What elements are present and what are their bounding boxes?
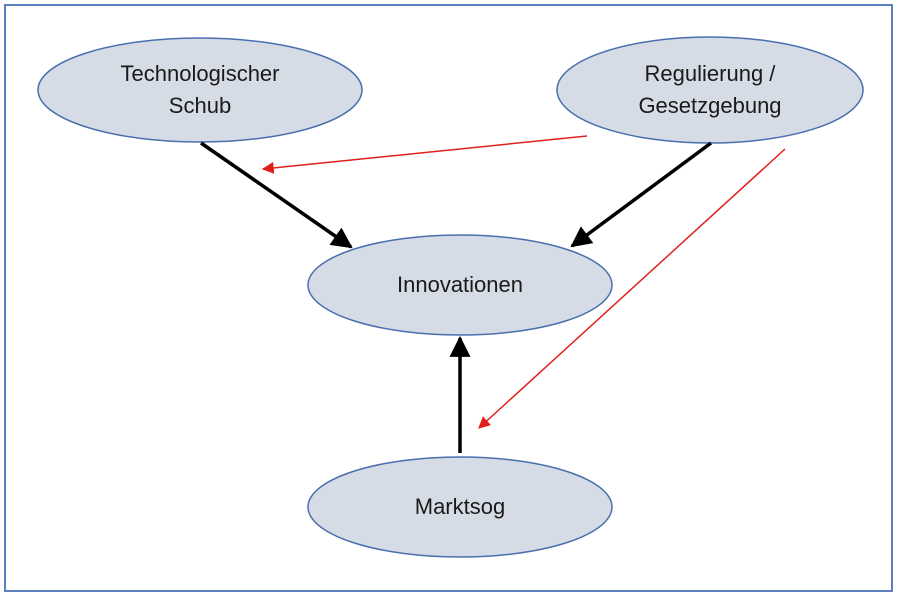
label-marktsog: Marktsog <box>414 494 506 519</box>
diagram-frame <box>4 4 893 592</box>
label-technologischer-schub: Technologischer Schub <box>120 61 280 118</box>
label-regulierung-gesetzgebung: Regulierung / Gesetzgebung <box>638 61 782 118</box>
edge-tech-to-innovation <box>200 141 353 249</box>
node-technologischer-schub <box>37 37 363 143</box>
label-innovationen: Innovationen <box>397 272 523 297</box>
edge-regulation-to-innovation <box>570 141 713 248</box>
edge-regulation-to-market <box>478 148 786 429</box>
node-marktsog <box>307 456 613 558</box>
edge-regulation-to-tech <box>261 135 588 174</box>
node-innovationen <box>307 234 613 336</box>
